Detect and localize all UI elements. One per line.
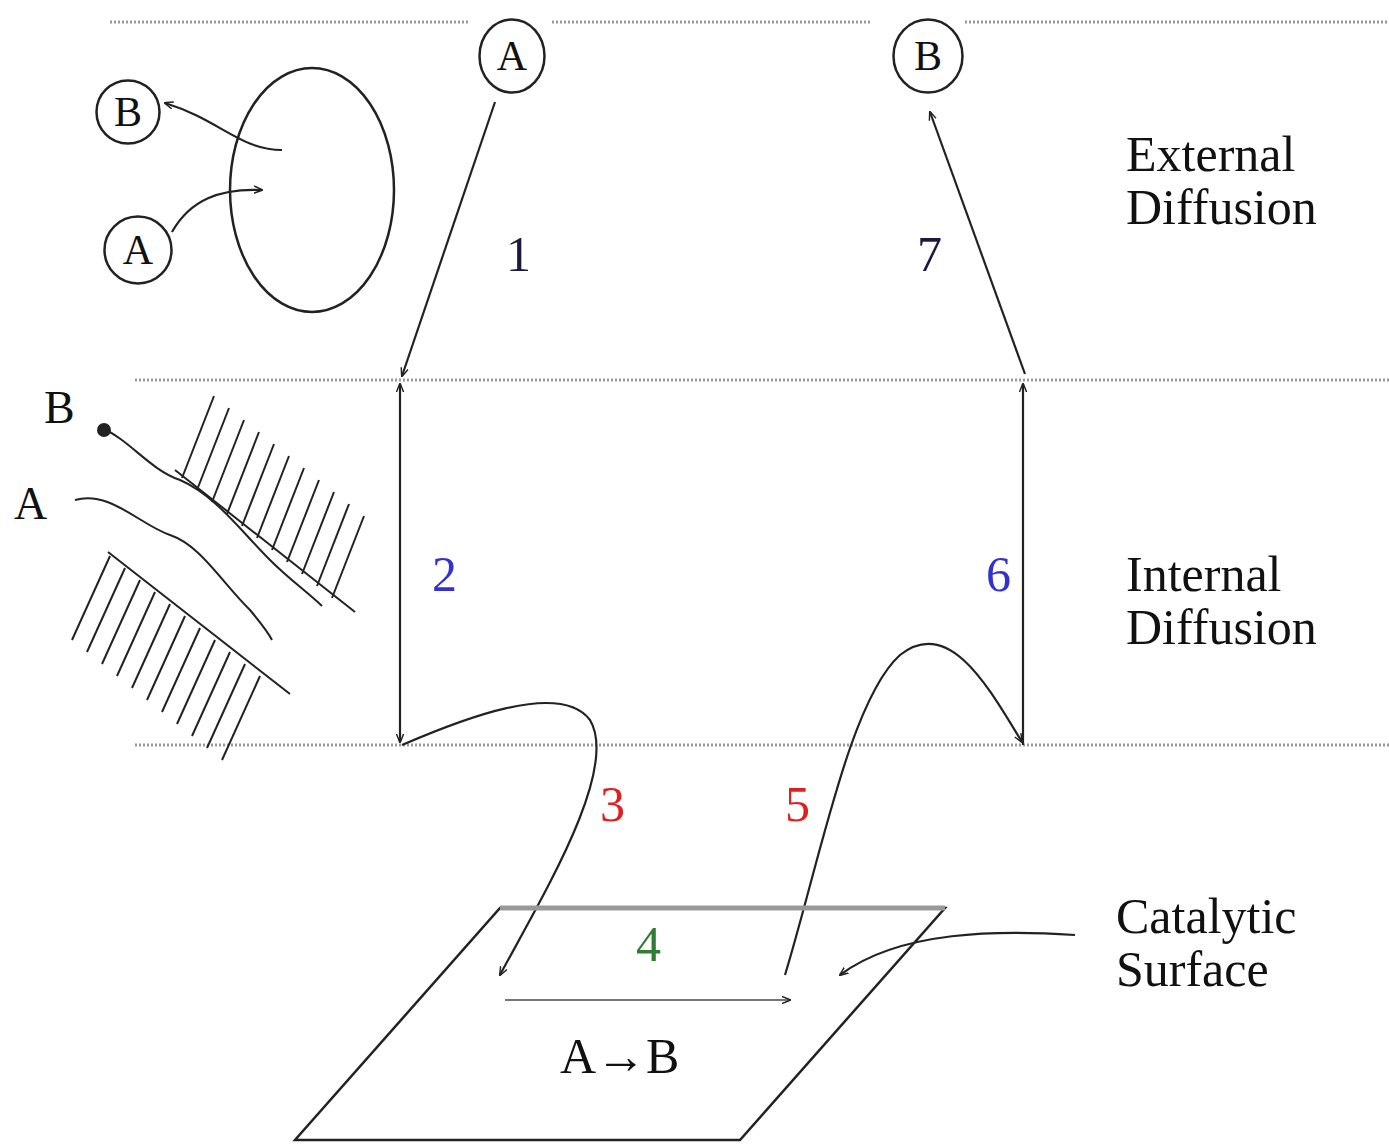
callout-number: 6 bbox=[986, 548, 1011, 601]
zone-label: External Diffusion bbox=[1126, 128, 1384, 233]
callout-number: 5 bbox=[785, 778, 810, 831]
callout-number: 2 bbox=[432, 548, 457, 601]
molecule-letter: A bbox=[478, 18, 546, 94]
callout-number: 1 bbox=[506, 228, 531, 281]
reaction-label: A→B bbox=[560, 1030, 679, 1083]
molecule-letter: B bbox=[892, 18, 964, 94]
plane-edge bbox=[500, 906, 945, 911]
molecule-circle: B bbox=[95, 79, 161, 145]
flow-arrows bbox=[165, 102, 1075, 1000]
callout-number: 3 bbox=[600, 778, 625, 831]
molecule-circle: A bbox=[478, 18, 546, 94]
species-label: A bbox=[14, 480, 47, 528]
molecule-letter: B bbox=[95, 79, 161, 145]
catalytic-plane bbox=[295, 908, 945, 1140]
molecule-circle: B bbox=[892, 18, 964, 94]
species-label: B bbox=[44, 384, 75, 432]
component-label: Catalytic Surface bbox=[1116, 890, 1378, 995]
boundary-line bbox=[110, 22, 1389, 745]
pore-illustration bbox=[72, 396, 364, 760]
molecule-circle: A bbox=[103, 215, 173, 285]
callout-number: 4 bbox=[636, 918, 661, 971]
molecule-letter: A bbox=[103, 215, 173, 285]
zone-label: Internal Diffusion bbox=[1126, 548, 1384, 653]
callout-number: 7 bbox=[917, 228, 942, 281]
